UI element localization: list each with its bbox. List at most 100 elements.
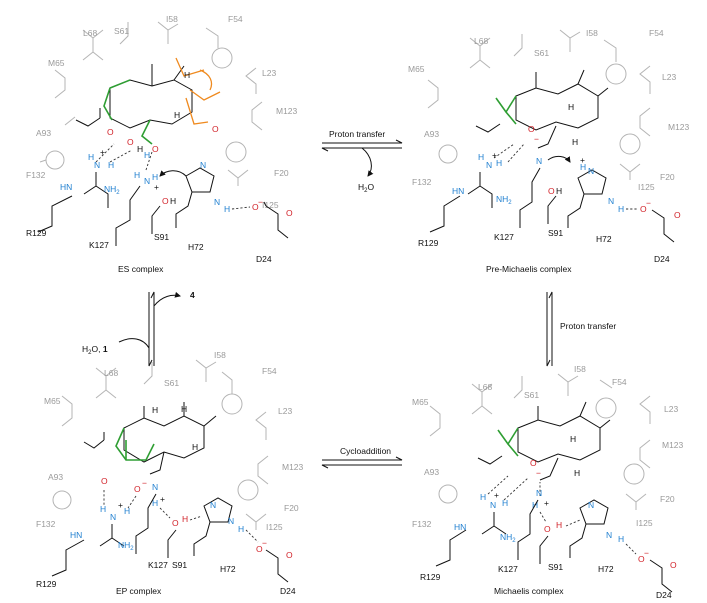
es-lys-H-3: H [152,172,158,182]
arrow-top-product-H: H [358,182,364,192]
arrow-left: 4 H2O, 1 [82,290,195,367]
es-res-F132: F132 [26,170,46,180]
es-asp-O-1: O [252,202,259,212]
mich-res-S91: S91 [548,562,563,572]
arrow-left-reagent: H2O, 1 [82,344,108,356]
pre-res-H72: H72 [596,234,612,244]
es-ser-O: O [162,196,169,206]
pre-arg-NH2: NH2 [496,194,512,206]
mich-res-I58: I58 [574,364,586,374]
ep-ser-O: O [172,518,179,528]
ep-O-minus: − [142,478,147,488]
mich-his-H: H [618,534,624,544]
pre-complex-title: Pre-Michaelis complex [486,264,572,274]
pre-his-N-2: N [608,196,614,206]
ep-asp-O-1: O [256,544,263,554]
pre-H-1: H [568,102,574,112]
mich-res-L23: L23 [664,404,678,414]
mich-plus-lys: + [544,498,549,508]
mich-res-F54: F54 [612,377,627,387]
pre-plus-arg: + [492,150,497,160]
ep-H-2: H [181,404,187,414]
arrow-left-reagent-num: 1 [103,344,108,354]
es-substrate [75,57,221,145]
ep-his-N-1: N [210,500,216,510]
ep-res-H72: H72 [220,564,236,574]
arrow-top-product-sub: 2 [364,188,368,194]
es-res-M123: M123 [276,106,298,116]
arrow-top-product-O: O [367,182,374,192]
pre-res-M65: M65 [408,64,425,74]
es-res-S91: S91 [154,232,169,242]
es-ser-H: H [170,196,176,206]
pre-imine-N: N [536,156,542,166]
arrow-left-reagent-H: H [82,344,88,354]
es-H-2: H [137,144,143,154]
ep-res-F132: F132 [36,519,56,529]
pre-res-R129: R129 [418,238,439,248]
ep-res-M123: M123 [282,462,304,472]
ep-res-L23: L23 [278,406,292,416]
pre-ser-H: H [556,186,562,196]
arrow-bottom-label: Cycloaddition [340,446,391,456]
pre-residue-sidechains [427,29,651,180]
ep-res-S91: S91 [172,560,187,570]
mich-res-D24: D24 [656,590,672,600]
pre-H-2: H [572,137,578,147]
mich-res-F20: F20 [660,494,675,504]
mich-ser-H: H [556,520,562,530]
pre-michaelis-complex: L68 S61 I58 F54 M65 L23 M123 A93 F132 F2… [408,28,690,274]
pre-asp-O-1: O [640,204,647,214]
mich-substrate [477,401,611,481]
pre-arg-H-2: H [496,158,502,168]
ep-res-F54: F54 [262,366,277,376]
es-arg-NH2-base: NH [104,184,116,194]
es-lys-H-2: H [134,170,140,180]
mich-res-S61: S61 [524,390,539,400]
arrow-left-reagent-rest: O, [91,344,102,354]
pre-asp-minus: − [646,198,651,208]
mich-arg-H-1: H [480,492,486,502]
es-H-1: H [184,70,190,80]
es-his-N-1: N [200,160,206,170]
ep-his-N-2: N [228,516,234,526]
michaelis-complex: L68 S61 I58 F54 M65 L23 M123 A93 F132 F2… [412,364,684,600]
ep-lys-H: H [152,498,158,508]
es-asp-O-2: O [286,208,293,218]
es-arg-NH2-sub: 2 [116,190,120,196]
pre-his-N-1: N [588,166,594,176]
es-lys-H-1: H [144,150,150,160]
pre-res-K127: K127 [494,232,514,242]
ep-imidazole-ring [203,497,233,523]
ep-substrate [83,402,217,475]
pre-res-S61: S61 [534,48,549,58]
ep-arg-NH2-sub: 2 [130,546,134,552]
pre-arg-HN: HN [452,186,464,196]
es-res-D24: D24 [256,254,272,264]
ep-H-1: H [152,405,158,415]
es-arg-N-1: N [94,160,100,170]
es-res-I58: I58 [166,14,178,24]
arrow-cycloaddition: Cycloaddition [321,446,403,469]
ep-arg-HN: HN [70,530,82,540]
pre-arg-NH2-sub: 2 [508,200,512,206]
ep-res-R129: R129 [36,579,57,589]
mich-his-N-1: N [588,500,594,510]
es-res-I125: I125 [262,200,279,210]
ep-asp-minus: − [262,538,267,548]
ep-res-A93: A93 [48,472,63,482]
mich-asp-minus: − [644,548,649,558]
ep-res-S61: S61 [164,378,179,388]
mich-O-minus: − [536,468,541,478]
pre-O-1: O [528,124,535,134]
ep-res-D24: D24 [280,586,296,596]
es-complex-title: ES complex [118,264,164,274]
ep-O-1: O [101,476,108,486]
arrow-top-product: H2O [358,182,374,194]
es-res-K127: K127 [89,240,109,250]
es-O-3: O [152,144,159,154]
ep-arg-NH2-base: NH [118,540,130,550]
pre-res-F54: F54 [649,28,664,38]
pre-imidazole-ring [577,169,607,195]
ep-arg-H-1: H [100,504,106,514]
